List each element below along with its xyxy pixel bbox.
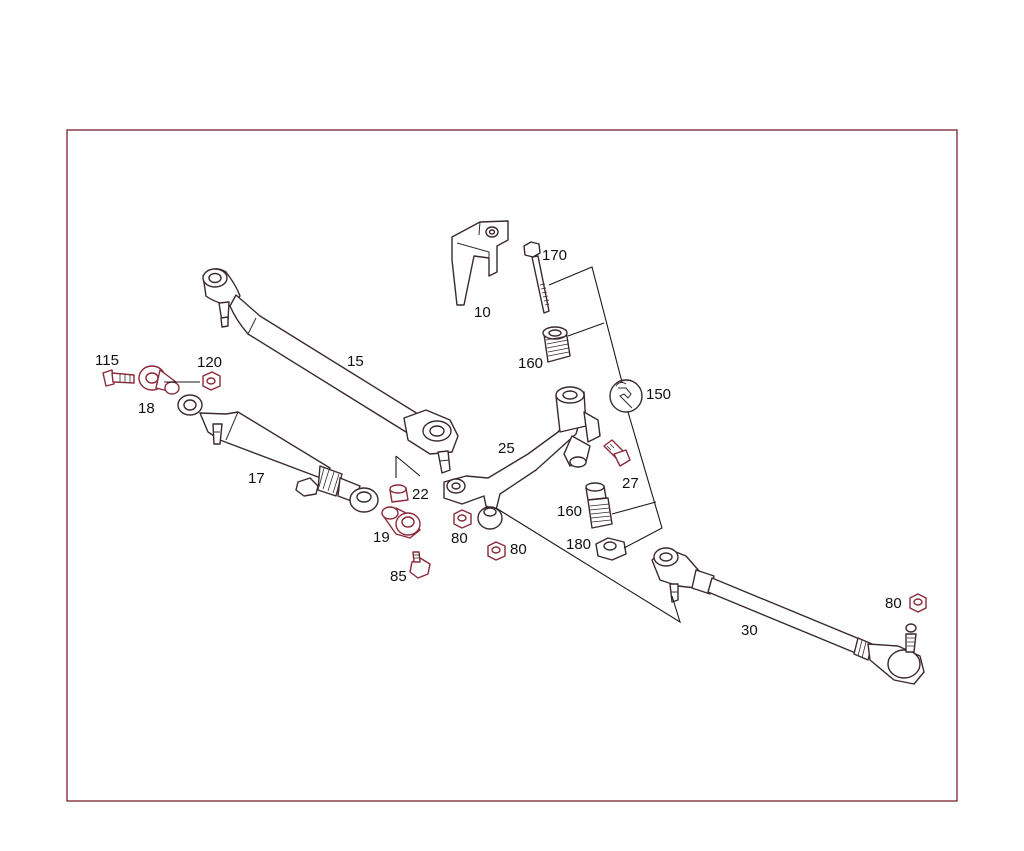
- part-80-nut-a[interactable]: [453, 509, 472, 529]
- part-22-bushing[interactable]: [389, 484, 409, 503]
- callout-80-a[interactable]: 80: [451, 530, 468, 547]
- part-115-bolt[interactable]: [102, 369, 135, 387]
- callout-19[interactable]: 19: [373, 529, 390, 546]
- part-80-nut-b[interactable]: [487, 541, 506, 561]
- callout-17[interactable]: 17: [248, 470, 265, 487]
- callout-30[interactable]: 30: [741, 622, 758, 639]
- callout-120[interactable]: 120: [197, 354, 222, 371]
- part-80-nut-c[interactable]: [909, 593, 927, 613]
- part-170-bolt[interactable]: [523, 241, 550, 314]
- part-150-tool-symbol[interactable]: [609, 379, 643, 413]
- callout-80-c[interactable]: 80: [885, 595, 902, 612]
- part-15-tie-rod[interactable]: [202, 268, 459, 474]
- diagram-frame: [66, 129, 958, 802]
- callout-25[interactable]: 25: [498, 440, 515, 457]
- part-17-drag-link[interactable]: [177, 394, 379, 513]
- part-30-tie-rod[interactable]: [651, 547, 925, 685]
- part-180-nut[interactable]: [595, 537, 627, 561]
- callout-15[interactable]: 15: [347, 353, 364, 370]
- callout-22[interactable]: 22: [412, 486, 429, 503]
- part-85-bolt[interactable]: [409, 551, 431, 579]
- part-160-bushing-top[interactable]: [542, 326, 571, 363]
- part-160-bushing-bottom[interactable]: [585, 482, 613, 529]
- part-19-ball-joint[interactable]: [381, 506, 421, 539]
- callout-85[interactable]: 85: [390, 568, 407, 585]
- callout-180[interactable]: 180: [566, 536, 591, 553]
- callout-150[interactable]: 150: [646, 386, 671, 403]
- callout-80-b[interactable]: 80: [510, 541, 527, 558]
- leader-lines: [164, 266, 681, 624]
- part-18-joint[interactable]: [138, 365, 180, 395]
- part-27-bolt[interactable]: [603, 439, 631, 467]
- part-10-bracket[interactable]: [451, 220, 509, 306]
- callout-labels: 10 15 17 18 19 22 25 27 30 80 80 80 85 1…: [95, 247, 902, 639]
- callout-170[interactable]: 170: [542, 247, 567, 264]
- callout-160-a[interactable]: 160: [518, 355, 543, 372]
- callout-160-b[interactable]: 160: [557, 503, 582, 520]
- part-25-idler-arm[interactable]: [443, 386, 601, 530]
- callout-115[interactable]: 115: [95, 352, 119, 369]
- callout-27[interactable]: 27: [622, 475, 639, 492]
- callout-10[interactable]: 10: [474, 304, 491, 321]
- part-120-nut[interactable]: [202, 371, 221, 391]
- callout-18[interactable]: 18: [138, 400, 155, 417]
